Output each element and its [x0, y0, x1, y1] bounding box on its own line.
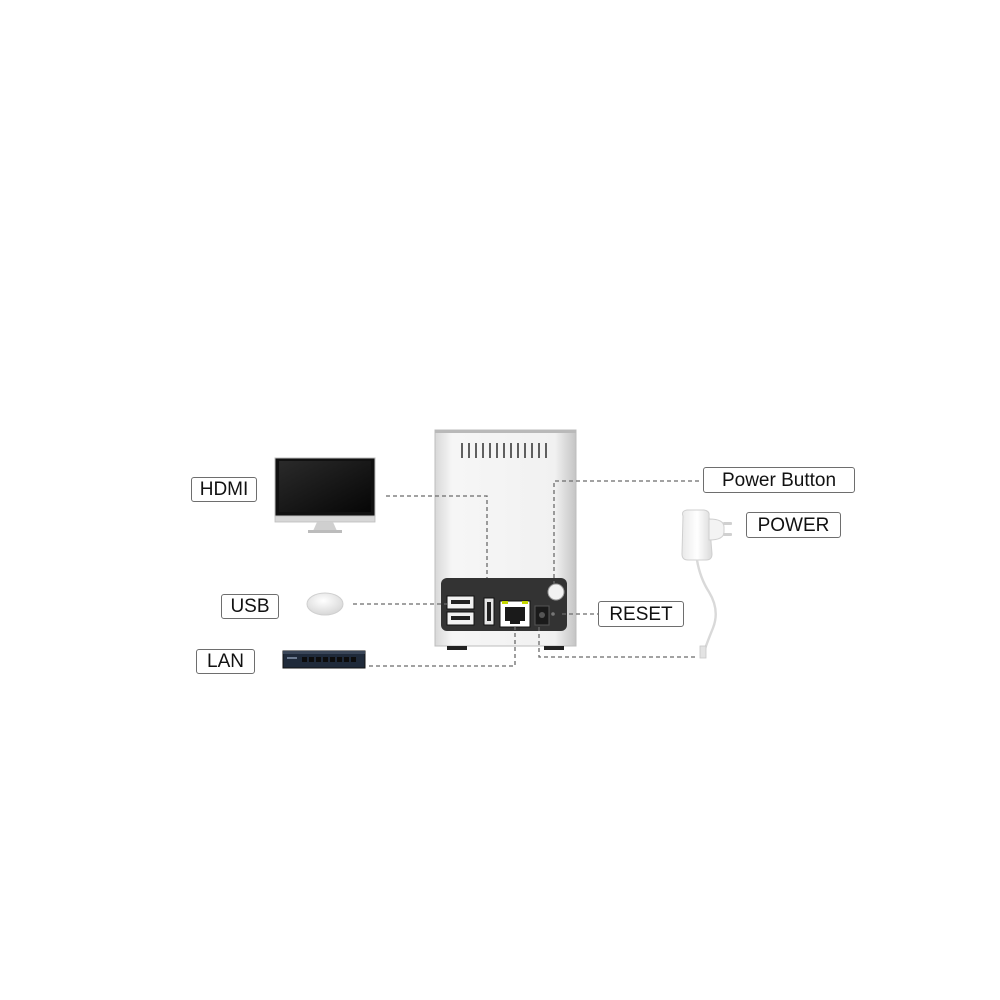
- dc-jack: [534, 605, 550, 626]
- power-label: POWER: [746, 512, 841, 538]
- lan-port: [499, 600, 531, 628]
- lan-label: LAN: [196, 649, 255, 674]
- mouse-icon: [306, 592, 344, 616]
- vent-grille: [461, 443, 547, 458]
- power-button: [547, 583, 565, 601]
- device-foot-right: [544, 646, 564, 650]
- power-button-connector-line: [553, 480, 699, 584]
- hdmi-connector-line: [386, 495, 488, 578]
- hdmi-port: [483, 597, 495, 626]
- usb-ports: [446, 595, 475, 626]
- mini-pc-device: [434, 429, 577, 650]
- reset-label: RESET: [598, 601, 684, 627]
- device-foot-left: [447, 646, 467, 650]
- hdmi-label: HDMI: [191, 477, 257, 502]
- lan-connector-line: [369, 627, 516, 667]
- power-connector-line: [538, 627, 697, 658]
- power-adapter-icon: [681, 509, 732, 659]
- connector-lines: [353, 480, 699, 667]
- power-button-label: Power Button: [703, 467, 855, 493]
- network-switch-icon: [282, 650, 366, 669]
- monitor-icon: [274, 457, 376, 533]
- usb-label: USB: [221, 594, 279, 619]
- reset-hole: [551, 612, 555, 616]
- device-top-edge: [435, 430, 576, 433]
